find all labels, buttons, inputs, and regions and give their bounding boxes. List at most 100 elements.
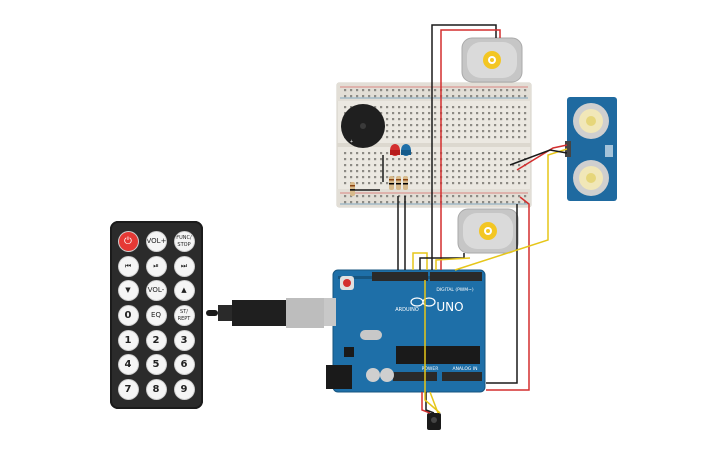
breadboard-hole — [524, 170, 527, 173]
breadboard-hole — [452, 195, 455, 198]
breadboard-hole — [488, 130, 491, 133]
ultrasonic-sensor[interactable] — [565, 97, 617, 201]
breadboard-hole — [482, 195, 485, 198]
breadboard-hole — [386, 112, 389, 115]
breadboard-hole — [476, 182, 479, 185]
resistor[interactable] — [403, 176, 408, 190]
breadboard-hole — [434, 136, 437, 139]
remote-button[interactable]: VOL+ — [146, 231, 166, 251]
breadboard-hole — [470, 158, 473, 161]
breadboard-hole — [446, 158, 449, 161]
breadboard-hole — [428, 124, 431, 127]
remote-button[interactable]: 1 — [118, 330, 138, 350]
breadboard-hole — [476, 136, 479, 139]
breadboard-hole — [386, 164, 389, 167]
remote-button[interactable]: 8 — [146, 379, 166, 399]
breadboard-hole — [344, 195, 347, 198]
arduino-uno-label: UNO — [436, 300, 463, 314]
dc-motor-top[interactable] — [461, 37, 523, 83]
breadboard-hole — [398, 164, 401, 167]
breadboard-hole — [350, 195, 353, 198]
breadboard-hole — [446, 195, 449, 198]
breadboard-hole — [458, 124, 461, 127]
breadboard-hole — [392, 118, 395, 121]
arduino-uno-board[interactable]: ARDUINO UNO DIGITAL (PWM~) ANALOG IN POW… — [320, 269, 486, 393]
breadboard-hole — [470, 164, 473, 167]
breadboard-hole — [434, 118, 437, 121]
remote-button[interactable]: 2 — [146, 330, 166, 350]
resistor[interactable] — [396, 176, 401, 190]
remote-button[interactable]: ⏮ — [118, 256, 138, 276]
led-red[interactable] — [390, 144, 400, 156]
breadboard-hole — [452, 182, 455, 185]
remote-button[interactable]: 6 — [174, 354, 194, 374]
breadboard-hole — [392, 136, 395, 139]
breadboard-hole — [380, 201, 383, 204]
resistor[interactable] — [389, 176, 394, 190]
breadboard-hole — [380, 182, 383, 185]
breadboard-hole — [398, 89, 401, 92]
breadboard-hole — [344, 170, 347, 173]
breadboard-hole — [470, 182, 473, 185]
breadboard-hole — [416, 170, 419, 173]
remote-button[interactable]: 7 — [118, 379, 138, 399]
breadboard-hole — [434, 95, 437, 98]
breadboard-hole — [368, 89, 371, 92]
breadboard-hole — [356, 152, 359, 155]
remote-button[interactable]: 4 — [118, 354, 138, 374]
breadboard-hole — [410, 95, 413, 98]
breadboard-hole — [470, 201, 473, 204]
breadboard-hole — [452, 158, 455, 161]
remote-button[interactable]: 3 — [174, 330, 194, 350]
breadboard-hole — [488, 152, 491, 155]
remote-button[interactable]: FUNC/ STOP — [174, 231, 194, 251]
breadboard-hole — [452, 170, 455, 173]
remote-button[interactable]: 5 — [146, 354, 166, 374]
breadboard-hole — [446, 136, 449, 139]
breadboard-hole — [404, 95, 407, 98]
breadboard-hole — [410, 201, 413, 204]
breadboard-hole — [452, 124, 455, 127]
remote-button[interactable]: 0 — [118, 305, 138, 325]
piezo-buzzer[interactable]: + — [341, 104, 385, 148]
remote-button[interactable]: ▲ — [174, 280, 194, 300]
led-blue[interactable] — [401, 144, 411, 156]
breadboard-hole — [428, 112, 431, 115]
breadboard-hole — [410, 158, 413, 161]
breadboard-hole — [470, 89, 473, 92]
breadboard-hole — [344, 201, 347, 204]
breadboard-hole — [362, 164, 365, 167]
remote-button[interactable]: EQ — [146, 305, 166, 325]
breadboard-hole — [374, 158, 377, 161]
breadboard-hole — [488, 95, 491, 98]
breadboard-hole — [470, 106, 473, 109]
breadboard-hole — [362, 95, 365, 98]
remote-button[interactable]: ⏭ — [174, 256, 194, 276]
breadboard-hole — [356, 176, 359, 179]
breadboard-hole — [446, 95, 449, 98]
breadboard-hole — [368, 152, 371, 155]
breadboard-hole — [512, 130, 515, 133]
resistor[interactable] — [350, 182, 355, 196]
breadboard-hole — [494, 164, 497, 167]
breadboard-hole — [392, 106, 395, 109]
breadboard-hole — [512, 176, 515, 179]
ir-receiver[interactable] — [427, 413, 441, 430]
breadboard-hole — [506, 130, 509, 133]
remote-button[interactable]: ▼ — [118, 280, 138, 300]
breadboard-hole — [470, 95, 473, 98]
breadboard-hole — [458, 118, 461, 121]
breadboard-hole — [506, 136, 509, 139]
remote-button[interactable]: ST/ REPT — [174, 305, 194, 325]
breadboard-hole — [356, 89, 359, 92]
remote-button[interactable]: VOL- — [146, 280, 166, 300]
usb-cable[interactable] — [206, 298, 324, 328]
remote-button[interactable]: 9 — [174, 379, 194, 399]
breadboard-hole — [482, 164, 485, 167]
remote-button[interactable]: ⏻ — [118, 231, 138, 251]
remote-button[interactable]: ⏯ — [146, 256, 166, 276]
breadboard-hole — [422, 118, 425, 121]
breadboard-hole — [416, 106, 419, 109]
dc-motor-bottom[interactable] — [457, 208, 519, 254]
